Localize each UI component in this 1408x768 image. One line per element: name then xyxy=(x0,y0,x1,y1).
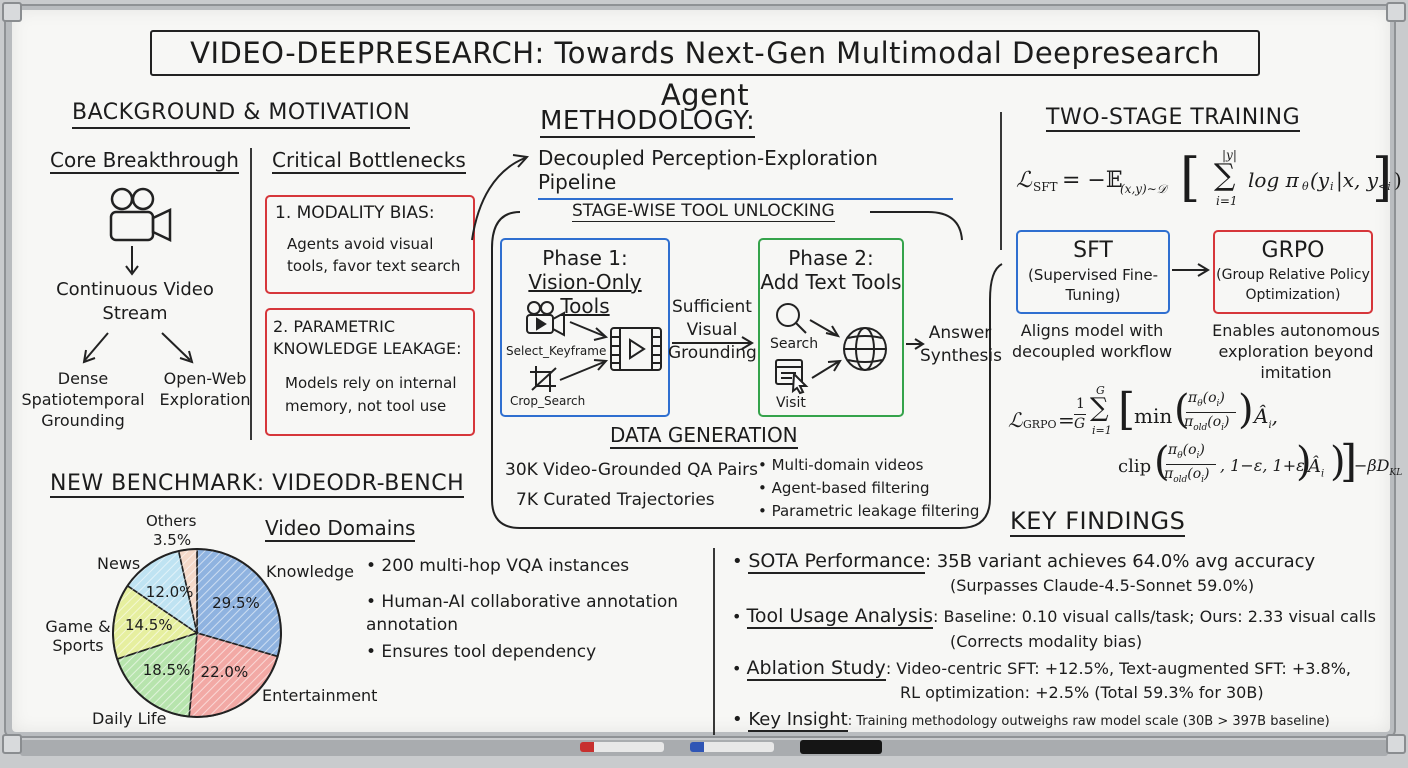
findings-heading: KEY FINDINGS xyxy=(1010,507,1186,537)
phase2-title: Phase 2: xyxy=(788,246,874,270)
grpo-loss-formula: ℒ GRPO = 1 G G ∑ i=1 [ min ( πθ(oi) πold… xyxy=(1008,384,1403,487)
red-marker xyxy=(580,742,664,752)
phase1-subtitle: Vision-Only Tools xyxy=(528,270,642,318)
finding-1-text: : 35B variant achieves 64.0% avg accurac… xyxy=(924,551,1316,572)
frame-corner xyxy=(1386,2,1406,22)
visit-tool-label: Visit xyxy=(776,395,806,411)
frame-corner xyxy=(2,734,22,754)
select-keyframe-label: Select_Keyframe xyxy=(506,344,607,358)
finding-3-key: Ablation Study xyxy=(746,657,886,681)
blue-marker xyxy=(690,742,774,752)
modality-bias-text: Agents avoid visual tools, favor text se… xyxy=(287,235,461,275)
benchmark-bullet: • Human-AI collaborative annotation anno… xyxy=(366,592,679,635)
video-domains-heading: Video Domains xyxy=(265,516,416,542)
transition-label: Sufficient Visual Grounding xyxy=(668,297,757,363)
core-node-text: Continuous Video Stream xyxy=(56,279,214,324)
bottlenecks-heading: Critical Bottlenecks xyxy=(272,148,466,174)
finding-1-sub: (Surpasses Claude-4.5-Sonnet 59.0%) xyxy=(950,576,1255,595)
finding-2-key: Tool Usage Analysis xyxy=(746,605,933,629)
sft-description: Aligns model with decoupled workflow xyxy=(1011,321,1173,361)
data-bullet: • Parametric leakage filtering xyxy=(758,502,980,520)
page-title: VIDEO-DEEPRESEARCH: Towards Next-Gen Mul… xyxy=(150,30,1260,112)
pie-category-label: Entertainment xyxy=(262,686,378,705)
frame-corner xyxy=(1386,734,1406,754)
stage-wise-heading: STAGE-WISE TOOL UNLOCKING xyxy=(572,201,835,222)
pie-value-label: 22.0% xyxy=(200,663,249,682)
methodology-heading: METHODOLOGY: xyxy=(540,106,756,138)
sft-box: SFT (Supervised Fine-Tuning) xyxy=(1016,230,1170,314)
crop-search-label: Crop_Search xyxy=(510,394,586,408)
modality-bias-title: 1. MODALITY BIAS: xyxy=(275,203,435,223)
finding-2-sub: (Corrects modality bias) xyxy=(950,632,1143,651)
finding-1-key: SOTA Performance xyxy=(748,550,925,574)
pie-category-label: Daily Life xyxy=(92,709,167,728)
pipeline-title: Decoupled Perception-Exploration Pipelin… xyxy=(538,146,953,200)
finding-2-text: : Baseline: 0.10 visual calls/task; Ours… xyxy=(933,607,1376,626)
finding-2: • Tool Usage Analysis: Baseline: 0.10 vi… xyxy=(732,605,1376,629)
eraser xyxy=(800,740,882,754)
sft-subtitle: (Supervised Fine-Tuning) xyxy=(1027,266,1159,304)
pie-value-label: 29.5% xyxy=(212,593,260,612)
pie-value-label: 12.0% xyxy=(145,582,194,601)
phase1-title: Phase 1: xyxy=(542,246,628,270)
finding-3-sub: RL optimization: +2.5% (Total 59.3% for … xyxy=(900,683,1264,702)
background-heading: BACKGROUND & MOTIVATION xyxy=(72,100,411,129)
grpo-subtitle: (Group Relative Policy Optimization) xyxy=(1216,267,1370,303)
training-heading: TWO-STAGE TRAINING xyxy=(1046,105,1301,132)
knowledge-leakage-text: Models rely on internal memory, not tool… xyxy=(285,374,457,415)
pie-category-label: Game & Sports xyxy=(45,617,111,655)
bracket-close: ] xyxy=(1372,148,1393,208)
knowledge-leakage-box: 2. PARAMETRIC KNOWLEDGE LEAKAGE: Models … xyxy=(265,308,475,436)
data-trajectories: 7K Curated Trajectories xyxy=(516,490,715,510)
benchmark-bullet: • Ensures tool dependency xyxy=(366,642,597,662)
knowledge-leakage-title: 2. PARAMETRIC KNOWLEDGE LEAKAGE: xyxy=(273,317,462,358)
pie-value-label: 14.5% xyxy=(124,616,173,635)
frame-corner xyxy=(2,2,22,22)
core-breakthrough-heading: Core Breakthrough xyxy=(50,148,239,174)
search-tool-label: Search xyxy=(770,336,819,352)
finding-4: • Key Insight: Training methodology outw… xyxy=(732,709,1330,732)
benchmark-heading: NEW BENCHMARK: VIDEODR-BENCH xyxy=(50,471,465,498)
data-bullet: • Agent-based filtering xyxy=(758,479,930,497)
core-left-text: Dense Spatiotemporal Grounding xyxy=(21,369,145,430)
phase2-box: Phase 2: Add Text Tools Search Visit xyxy=(758,238,904,417)
grpo-title: GRPO xyxy=(1261,238,1325,263)
modality-bias-box: 1. MODALITY BIAS: Agents avoid visual to… xyxy=(265,195,475,294)
pie-value-label: 18.5% xyxy=(142,661,191,680)
phase2-subtitle: Add Text Tools xyxy=(760,270,902,294)
sft-title: SFT xyxy=(1073,238,1113,263)
core-right-text: Open-Web Exploration xyxy=(159,369,251,409)
pie-category-label: Others xyxy=(146,512,197,530)
phase1-box: Phase 1: Vision-Only Tools Select_Keyfra… xyxy=(500,238,670,417)
finding-1: • SOTA Performance: 35B variant achieves… xyxy=(732,550,1316,574)
grpo-description: Enables autonomous exploration beyond im… xyxy=(1212,321,1380,382)
pie-category-label: Knowledge xyxy=(266,562,354,581)
finding-4-key: Key Insight xyxy=(748,709,848,732)
finding-4-text: : Training methodology outweighs raw mod… xyxy=(847,714,1330,729)
pie-category-label: News xyxy=(97,554,141,573)
data-generation-heading: DATA GENERATION xyxy=(610,423,798,449)
benchmark-bullet: • 200 multi-hop VQA instances xyxy=(366,556,630,576)
sft-loss-formula: ℒ SFT = −𝔼 (x,y)∼𝒟 [ |y| ∑ i=1 log π θ (… xyxy=(1016,148,1402,208)
data-bullet: • Multi-domain videos xyxy=(758,456,924,474)
finding-3: • Ablation Study: Video-centric SFT: +12… xyxy=(732,657,1351,681)
pie-outer-value: 3.5% xyxy=(153,531,192,549)
answer-synthesis-label: Answer Synthesis xyxy=(920,323,1002,366)
data-qa-pairs: 30K Video-Grounded QA Pairs xyxy=(505,460,758,480)
finding-3-text: : Video-centric SFT: +12.5%, Text-augmen… xyxy=(885,659,1351,678)
grpo-box: GRPO (Group Relative Policy Optimization… xyxy=(1213,230,1373,314)
